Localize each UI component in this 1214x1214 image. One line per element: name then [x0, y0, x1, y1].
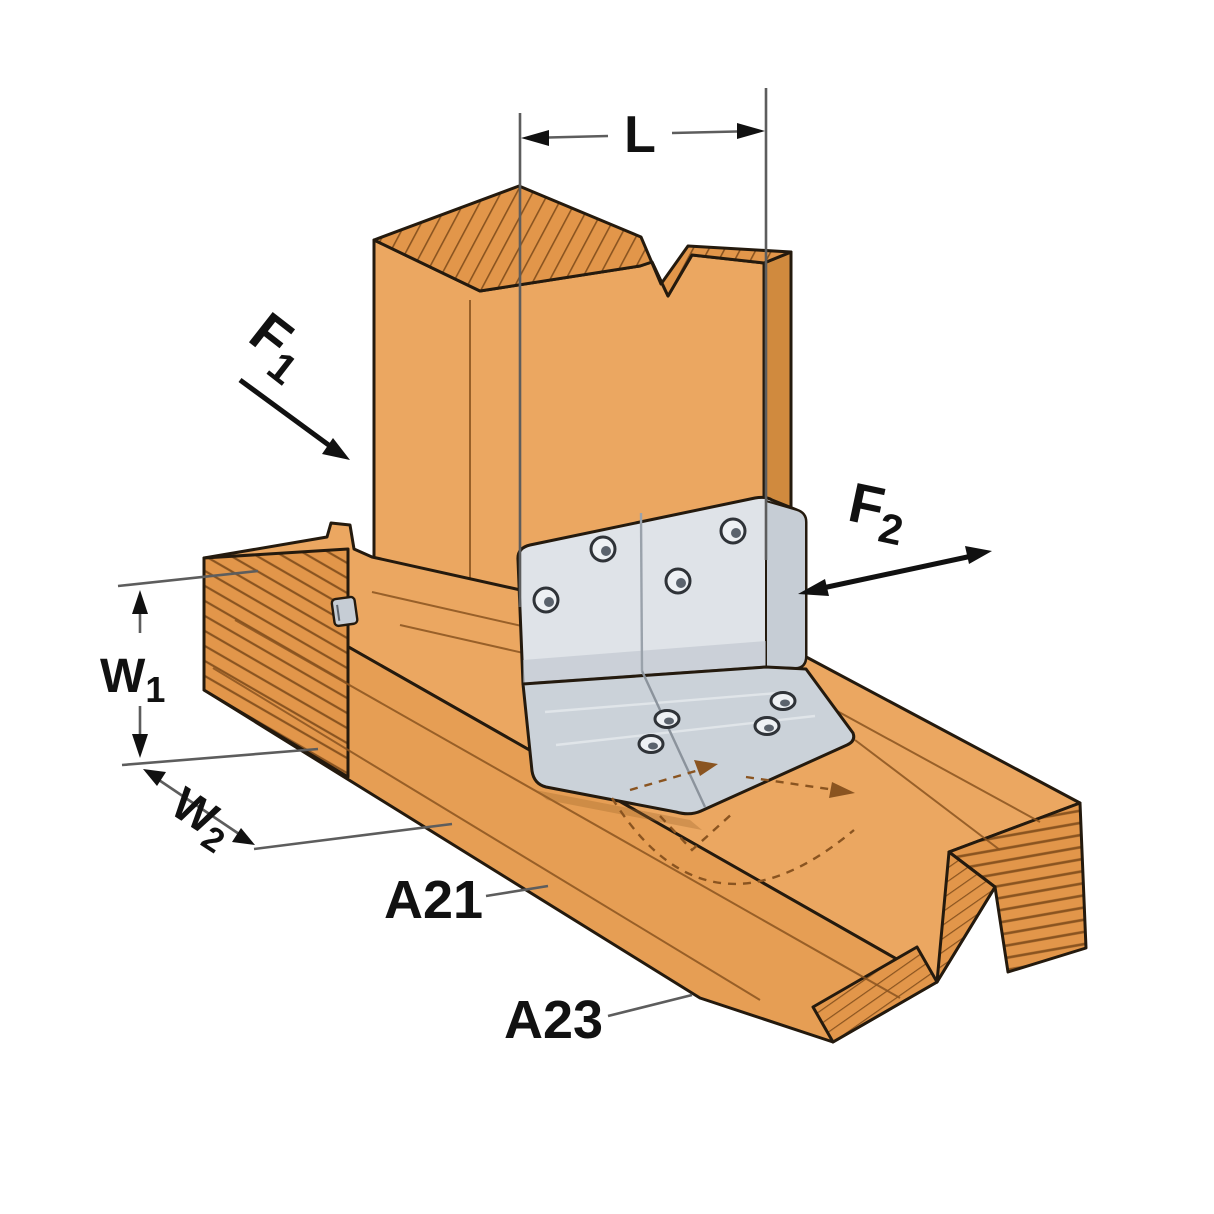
dimension-L: L — [518, 88, 768, 607]
hole — [719, 517, 747, 545]
hole — [589, 535, 617, 563]
force-F2: F2 — [798, 470, 992, 596]
dim-arrow-left — [521, 130, 549, 146]
hole — [769, 691, 797, 711]
bracket-holes-flange — [637, 691, 797, 754]
product-label-A21: A21 — [384, 870, 549, 930]
bracket-shadow — [535, 790, 702, 830]
w1-arrow-down — [132, 734, 148, 758]
hole — [637, 734, 665, 754]
bracket-holes-vertical — [532, 517, 747, 614]
bracket-bend-shade — [523, 641, 766, 684]
beam-front-break-wall — [811, 945, 939, 1044]
beam-left-end-grain — [202, 547, 350, 779]
flange-streak-1 — [544, 690, 791, 714]
bend-arrowhead-2 — [829, 782, 855, 798]
product-label-A23: A23 — [504, 990, 693, 1050]
a23-leader — [607, 993, 693, 1018]
dimension-W1: W1 — [100, 569, 319, 767]
hole — [664, 567, 692, 595]
f1-arrow-line — [238, 377, 332, 449]
a21-leader — [485, 884, 549, 898]
angle-bracket — [516, 495, 856, 830]
f2-arrow-line — [817, 553, 973, 592]
label-L: L — [624, 106, 656, 164]
w1-tick-top — [117, 569, 259, 588]
label-F1: F1 — [232, 300, 323, 394]
w2-ext-line — [253, 822, 453, 851]
small-clip — [330, 595, 359, 628]
label-A21: A21 — [384, 870, 483, 930]
bend-angle-indication — [610, 760, 855, 886]
bracket-right-strip — [765, 499, 807, 670]
f1-arrowhead — [322, 438, 350, 460]
w2-dim-line — [149, 772, 249, 842]
w1-arrow-up — [132, 590, 148, 614]
bend-line-dashed-1 — [629, 766, 707, 792]
beam-grain-front-1 — [234, 619, 901, 999]
beam-grain-front-2 — [212, 667, 761, 1001]
force-F1: F1 — [232, 300, 350, 460]
bend-arc-dashed — [610, 797, 855, 886]
beam-right-notch-wall — [935, 850, 997, 984]
label-F2: F2 — [841, 470, 913, 554]
w1-tick-bottom — [121, 747, 319, 767]
w2-arrow-downright — [232, 828, 255, 845]
label-W1: W1 — [100, 650, 165, 710]
bracket-center-seam-vertical — [639, 512, 644, 672]
label-A23: A23 — [504, 990, 603, 1050]
hole — [653, 709, 681, 729]
bend-v-dashed — [659, 811, 735, 852]
bracket-center-seam-flange — [640, 670, 707, 808]
dim-arrow-right — [737, 123, 765, 139]
bend-arrowhead-1 — [694, 760, 718, 776]
bend-line-dashed-2 — [745, 775, 843, 793]
hole — [753, 716, 781, 736]
hole — [532, 586, 560, 614]
f2-arrowhead-right — [965, 546, 992, 564]
beam-right-end-grain — [947, 801, 1088, 974]
beam-grain-top-3 — [854, 739, 1001, 851]
f2-arrowhead-left — [798, 579, 829, 596]
post-sawn-top-face — [372, 184, 793, 298]
w2-arrow-upleft — [143, 769, 166, 786]
